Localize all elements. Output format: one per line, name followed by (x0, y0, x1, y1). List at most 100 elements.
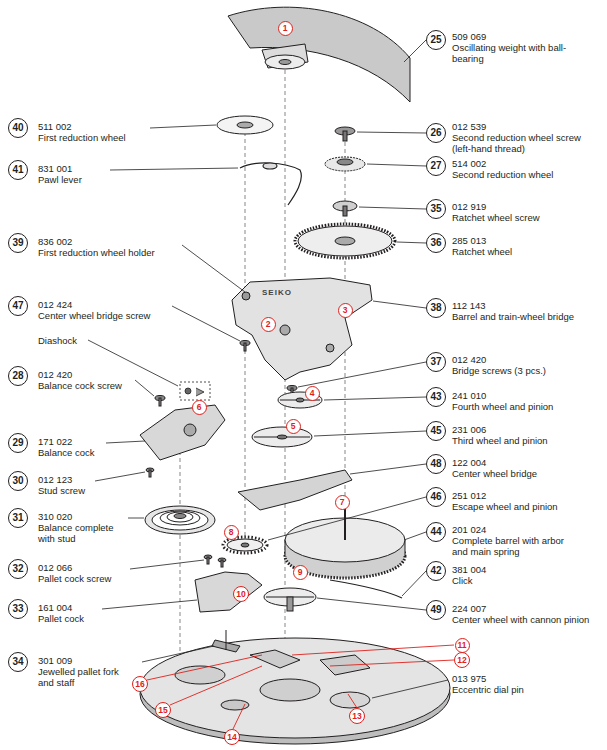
part-number: 511 002 (38, 121, 72, 132)
first-reduction-wheel (217, 116, 273, 134)
balance-wheel (160, 511, 200, 525)
pallet-fork (212, 630, 240, 652)
part-number: 381 004 (452, 564, 486, 575)
red-leader-line (330, 660, 454, 666)
callout-number: 29 (12, 438, 23, 448)
callout-circle: 25 (426, 30, 446, 50)
part-name: Balance cock screw (38, 380, 122, 391)
part-name: Third wheel and pinion (452, 435, 548, 446)
axis-line (245, 132, 246, 292)
ratchet-wheel (335, 237, 355, 245)
screw (207, 557, 209, 564)
callout-number: 43 (430, 392, 441, 402)
callout-number: 10 (236, 590, 245, 599)
callout-number: 46 (430, 492, 441, 502)
part-number: 831 001 (38, 163, 72, 174)
callout-number: 42 (430, 566, 441, 576)
leader-line (110, 168, 238, 170)
leader-line (142, 646, 214, 662)
callout-circle: 26 (426, 123, 446, 143)
red-callout-circle: 12 (454, 652, 470, 668)
callout-number: 35 (430, 204, 441, 214)
leader-line (88, 340, 178, 386)
part-number: 514 002 (452, 158, 486, 169)
part-number: 509 069 (452, 31, 486, 42)
first-reduction-wheel (237, 122, 253, 128)
third-wheel (277, 435, 287, 439)
axis-line (180, 70, 345, 690)
balance-wheel (167, 512, 193, 522)
red-callout-circle: 7 (335, 495, 350, 510)
callout-number: 33 (12, 604, 23, 614)
leader-line (404, 532, 426, 540)
callout-number: 49 (430, 605, 441, 615)
oscillating-weight (228, 7, 410, 102)
balance-wheel (152, 510, 208, 530)
part-name: Jewelled pallet fork and staff (38, 666, 133, 688)
oscillating-weight (265, 55, 305, 69)
red-callout-circle: 11 (455, 638, 470, 653)
callout-circle: 49 (426, 600, 446, 620)
leader-line (106, 441, 145, 443)
callout-number: 2 (266, 320, 271, 329)
part-number: 112 143 (452, 300, 486, 311)
part-number: 012 539 (452, 121, 486, 132)
red-callout-circle: 16 (132, 676, 148, 692)
diashock-bracket (180, 382, 210, 400)
leader-line (135, 380, 154, 396)
callout-number: 15 (158, 706, 167, 715)
callout-number: 47 (12, 301, 23, 311)
pawl-lever (240, 163, 301, 205)
part-name: Fourth wheel and pinion (452, 401, 553, 412)
leader-line (298, 362, 426, 387)
part-number: 161 004 (38, 602, 72, 613)
callout-circle: 48 (426, 454, 446, 474)
main-plate (250, 650, 300, 668)
red-callout-circle: 1 (278, 21, 293, 36)
callout-circle: 30 (8, 471, 28, 491)
callout-number: 14 (227, 733, 236, 742)
leader-line (397, 242, 426, 243)
part-number: 012 424 (38, 299, 72, 310)
callout-circle: 35 (426, 199, 446, 219)
callout-number: 32 (12, 564, 23, 574)
callout-number: 5 (291, 422, 296, 431)
part-name: Balance complete with stud (38, 522, 123, 544)
oscillating-weight (262, 44, 308, 68)
pallet-cock (195, 572, 262, 612)
third-wheel (252, 427, 312, 447)
part-number: 012 420 (38, 369, 72, 380)
callout-number: 27 (430, 161, 441, 171)
leader-line (150, 125, 216, 128)
ratchet-wheel (343, 206, 347, 216)
first-reduction-wheel (217, 116, 273, 134)
callout-number: 44 (430, 527, 441, 537)
second-reduction-wheel (337, 159, 353, 165)
callout-number: 36 (430, 238, 441, 248)
callout-number: 45 (430, 426, 441, 436)
train-wheel-bridge (280, 325, 290, 335)
part-number: 012 123 (38, 474, 72, 485)
callout-number: 13 (352, 712, 361, 721)
part-number: 012 919 (452, 201, 486, 212)
train-wheel-bridge (326, 344, 334, 352)
center-wheel-bridge (238, 470, 352, 510)
callout-number: 7 (340, 498, 345, 507)
red-callout-circle: 15 (155, 702, 171, 718)
part-name: Center wheel bridge (452, 468, 537, 479)
part-number: 285 013 (452, 235, 486, 246)
diashock-bracket (196, 388, 204, 396)
train-wheel-bridge (232, 278, 372, 380)
callout-circle: 42 (426, 561, 446, 581)
part-name: Second reduction wheel screw (left-hand … (452, 132, 597, 154)
red-callout-circle: 8 (224, 525, 239, 540)
red-callout-circle: 5 (286, 419, 301, 434)
center-wheel-bridge (238, 470, 352, 510)
part-name: Escape wheel and pinion (452, 501, 558, 512)
callout-circle: 41 (8, 160, 28, 180)
click-spring (330, 580, 402, 598)
callout-number: 28 (12, 371, 23, 381)
part-name: Eccentric dial pin (452, 684, 524, 695)
brand-mark: SEIKO (262, 288, 292, 297)
center-wheel (287, 597, 293, 611)
